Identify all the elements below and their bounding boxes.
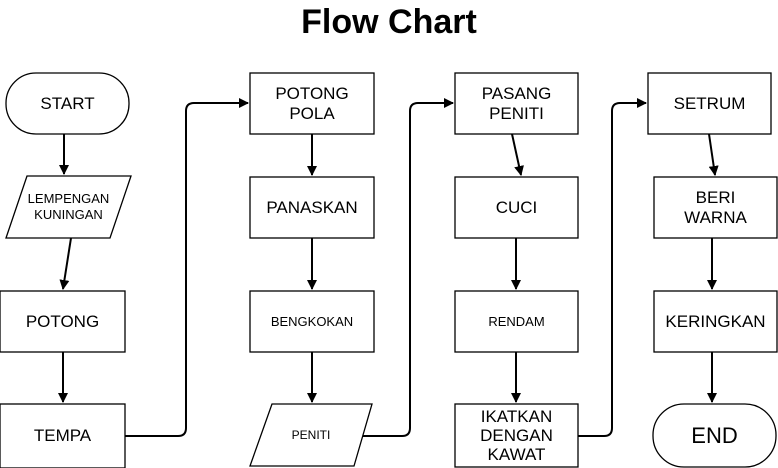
arrow-peniti-to-pasang-peniti — [363, 98, 454, 437]
start-terminal — [5, 72, 130, 135]
tempa-process — [0, 403, 126, 468]
potong-process — [0, 290, 126, 353]
rendam-process — [454, 290, 579, 353]
arrow-ikatkan-to-setrum — [578, 98, 647, 437]
beri-warna-process — [653, 176, 778, 239]
arrow-setrum-to-beri-warna — [708, 133, 719, 176]
keringkan-process — [653, 290, 778, 353]
arrow-tempa-to-potong-pola — [125, 98, 249, 437]
cuci-process — [454, 176, 579, 239]
arrow-pasang-peniti-to-cuci — [511, 133, 524, 176]
setrum-process — [647, 72, 772, 135]
potong-pola-process — [249, 72, 375, 135]
end-terminal — [652, 403, 777, 468]
bengkokan-process — [249, 290, 375, 353]
pasang-peniti-process — [454, 72, 579, 135]
diagram-title: Flow Chart — [301, 3, 477, 41]
lempengan-kuningan-parallelogram — [5, 175, 132, 239]
panaskan-process — [249, 176, 375, 239]
ikatkan-process — [454, 403, 579, 468]
arrow-lempengan-to-potong — [59, 237, 72, 290]
peniti-parallelogram — [249, 403, 373, 467]
